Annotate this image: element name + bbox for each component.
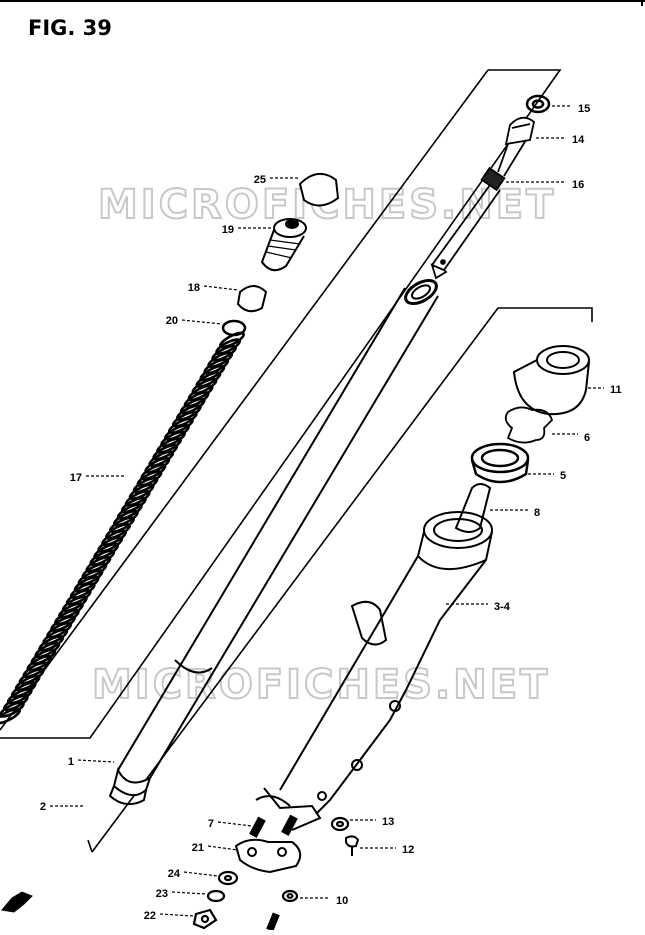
gasket xyxy=(281,889,299,903)
axle-holder xyxy=(234,838,302,874)
callout-c24: 24 xyxy=(168,868,181,880)
leader-line-c23 xyxy=(171,891,207,895)
fork-cap xyxy=(298,173,340,207)
callout-c15: 15 xyxy=(578,103,590,115)
callout-c5: 5 xyxy=(560,470,566,482)
callout-c20: 20 xyxy=(166,315,178,327)
leader-line-c21 xyxy=(207,845,239,851)
callout-c11: 11 xyxy=(610,384,622,396)
callout-c17: 17 xyxy=(70,472,82,484)
leader-line-c20 xyxy=(181,319,223,325)
inner-fork-tube xyxy=(108,278,439,806)
cylinder-seat xyxy=(454,483,492,533)
callout-c7: 7 xyxy=(208,818,214,830)
leader-line-c7 xyxy=(217,821,253,827)
dust-seal xyxy=(512,345,590,416)
callout-c22: 22 xyxy=(144,910,156,922)
callout-c21: 21 xyxy=(192,842,204,854)
damper-rod xyxy=(430,166,506,280)
spacer xyxy=(236,285,268,313)
leader-line-c18 xyxy=(203,285,239,291)
callout-c10: 10 xyxy=(336,895,348,907)
spring-washer xyxy=(206,889,226,903)
callout-c16: 16 xyxy=(572,179,584,191)
holder-studs xyxy=(249,814,298,838)
damper-bolt xyxy=(497,116,535,177)
spring-coil xyxy=(0,707,21,725)
figure-title: FIG. 39 xyxy=(28,16,112,40)
bottom-bolt xyxy=(266,912,280,932)
fork-spring xyxy=(0,331,245,725)
callout-c34: 3-4 xyxy=(494,601,511,613)
watermark-bottom: MICROFICHES.NET xyxy=(92,662,550,708)
callout-c19: 19 xyxy=(222,224,234,236)
leader-line-c22 xyxy=(159,913,195,917)
callout-c1: 1 xyxy=(68,756,74,768)
assembly-bracket-inner-tube xyxy=(0,69,562,739)
damper-ring xyxy=(525,94,551,114)
front-direction-mark xyxy=(1,891,33,913)
outer-fork-tube xyxy=(255,511,493,831)
o-ring xyxy=(221,319,247,337)
stopper-ring xyxy=(504,406,554,444)
leader-line-c1 xyxy=(77,759,115,763)
nut xyxy=(192,908,218,930)
callout-c23: 23 xyxy=(156,888,168,900)
callout-c18: 18 xyxy=(188,282,200,294)
assembly-bracket-outer-tube xyxy=(87,307,593,853)
callout-c8: 8 xyxy=(534,507,540,519)
callout-c25: 25 xyxy=(254,174,266,186)
callout-c13: 13 xyxy=(382,816,394,828)
top-border-line xyxy=(0,0,645,2)
leader-lines xyxy=(50,105,604,917)
small-washer xyxy=(330,816,350,832)
drain-bolt xyxy=(345,835,360,856)
callout-c12: 12 xyxy=(402,844,414,856)
washer xyxy=(217,870,239,886)
oil-seal xyxy=(470,442,530,484)
corner-mark xyxy=(641,0,643,6)
callout-c2: 2 xyxy=(40,801,46,813)
callout-c6: 6 xyxy=(584,432,590,444)
leader-line-c24 xyxy=(183,871,219,877)
cap-bolt xyxy=(260,218,307,272)
callout-c14: 14 xyxy=(572,134,585,146)
